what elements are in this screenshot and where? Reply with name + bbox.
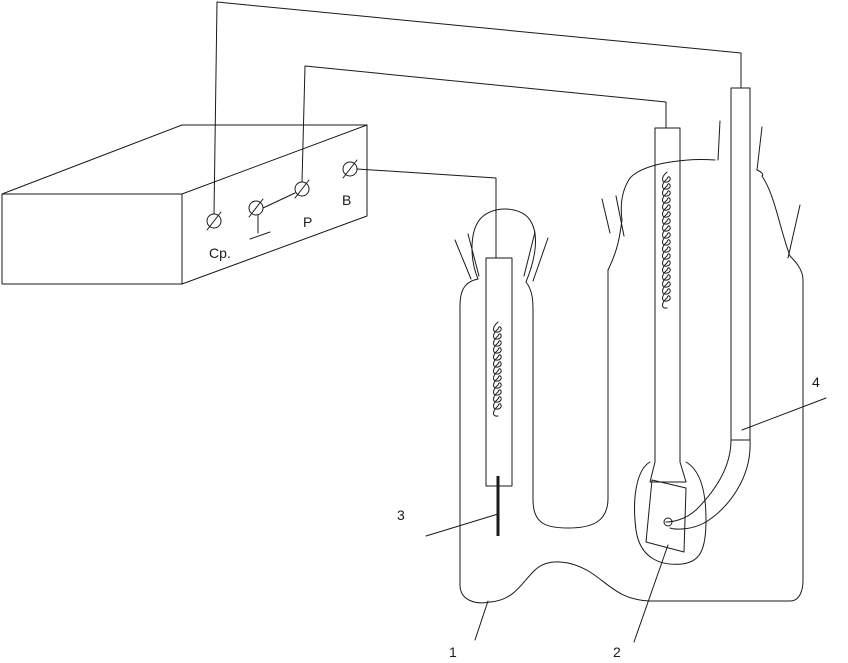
instrument-outline bbox=[1, 124, 368, 285]
cell-left-inner-wall bbox=[525, 269, 609, 529]
terminal-p-label: P bbox=[303, 214, 312, 230]
callout-2: 2 bbox=[613, 644, 621, 660]
callout-1: 1 bbox=[449, 644, 457, 660]
ground-joint-left-inner bbox=[467, 233, 480, 277]
working-electrode-tube bbox=[649, 127, 687, 483]
callout-3: 3 bbox=[397, 507, 405, 523]
capillary-tip bbox=[663, 517, 673, 527]
leader-line-1 bbox=[474, 600, 489, 641]
capillary-bend-inner bbox=[669, 439, 751, 530]
terminal-cp bbox=[206, 211, 222, 231]
terminal-ground bbox=[248, 192, 296, 240]
ground-joint-right-outer bbox=[532, 237, 549, 282]
callout-4: 4 bbox=[812, 374, 820, 390]
terminal-p bbox=[294, 179, 310, 199]
wire-p-to-working-electrode bbox=[301, 65, 667, 183]
ground-joint-capillary-right bbox=[756, 126, 763, 171]
ground-joint-middle-outer bbox=[601, 198, 611, 234]
counter-electrode-coil bbox=[493, 321, 502, 417]
ground-bar bbox=[249, 231, 271, 240]
terminal-b bbox=[342, 159, 358, 179]
instrument-top-edge bbox=[1, 124, 368, 195]
cell-body bbox=[454, 120, 804, 604]
wire-cp-to-capillary bbox=[213, 1, 742, 215]
ground-joint-left-outer bbox=[454, 239, 472, 280]
luggin-capillary bbox=[663, 87, 751, 530]
counter-electrode bbox=[485, 257, 513, 536]
ground-joint-capillary-left bbox=[717, 120, 721, 161]
counter-electrode-tube bbox=[485, 257, 513, 487]
ground-joint-middle-inner bbox=[615, 195, 625, 237]
instrument-box bbox=[1, 124, 368, 285]
terminal-b-label: B bbox=[342, 192, 351, 208]
ground-joint-far-right bbox=[787, 204, 801, 259]
terminal-cp-label: Cp. bbox=[209, 245, 231, 261]
cell-left-neck bbox=[471, 208, 536, 283]
capillary-bend-outer bbox=[665, 439, 732, 523]
working-electrode-coil bbox=[662, 171, 671, 309]
capillary-upper-tube bbox=[730, 87, 751, 441]
working-electrode-plate bbox=[645, 479, 687, 553]
leader-line-3 bbox=[425, 513, 499, 537]
leader-line-2 bbox=[633, 544, 669, 643]
ground-link bbox=[262, 192, 296, 209]
working-electrode-compartment bbox=[634, 461, 707, 565]
cell-right-neck bbox=[607, 159, 716, 271]
cell-right-rim bbox=[756, 169, 764, 177]
cell-outer-wall bbox=[459, 175, 804, 604]
leader-line-4 bbox=[741, 397, 827, 431]
wire-b-to-counter-electrode bbox=[356, 168, 497, 259]
ground-joint-right-inner bbox=[523, 231, 536, 277]
working-electrode bbox=[634, 127, 707, 565]
